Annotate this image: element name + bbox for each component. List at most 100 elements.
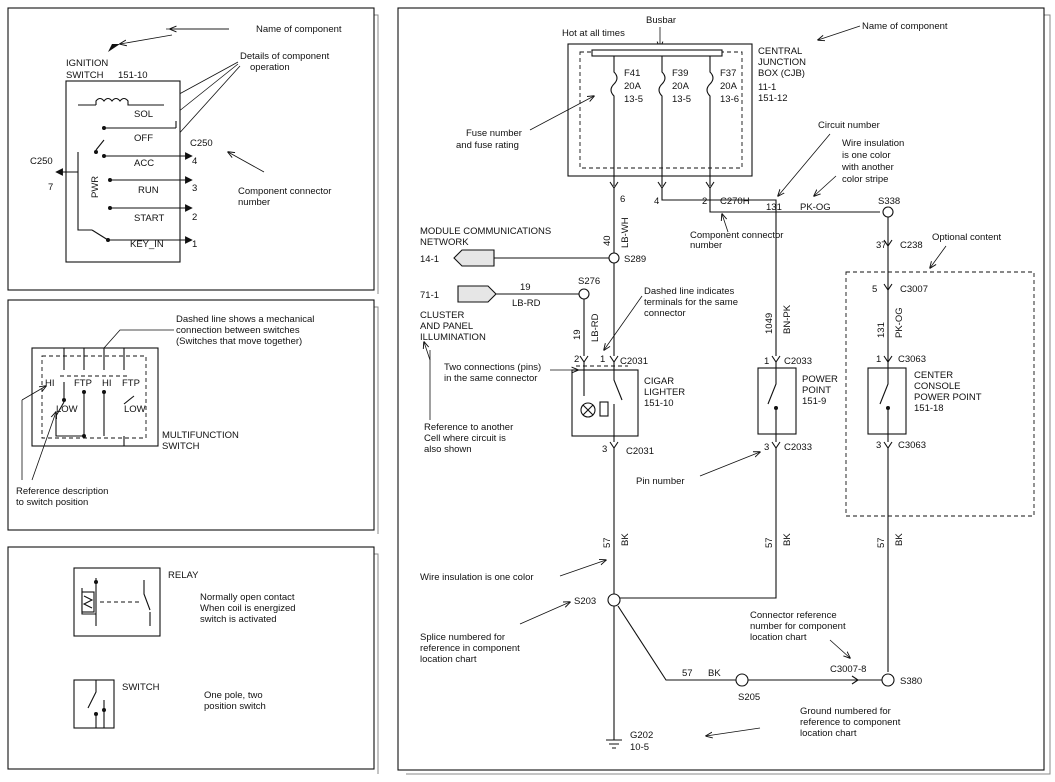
- pp-title-1: POWER: [802, 374, 838, 385]
- wire-37: 37: [876, 240, 887, 251]
- splice-s289: [608, 252, 620, 264]
- busbar-label: Busbar: [646, 15, 676, 26]
- switch-label: SWITCH: [122, 682, 160, 693]
- ccpp-title-4: 151-18: [914, 403, 944, 414]
- wire-lb-rd: LB-RD: [512, 298, 541, 309]
- fuse-f39-ref: 13-5: [672, 94, 691, 105]
- splice-s338: [882, 206, 894, 218]
- wire-bk-d: BK: [708, 668, 721, 679]
- pin-2b: 2: [574, 354, 579, 365]
- wire-lb-wh: LB-WH: [620, 217, 631, 248]
- relay-note-3: switch is activated: [200, 614, 277, 625]
- wire-131b: 131: [876, 322, 887, 338]
- pwr-label: PWR: [90, 176, 101, 198]
- ccpp-title-3: POWER POINT: [914, 392, 982, 403]
- g202-label: G202: [630, 730, 653, 741]
- connector-note-2: number: [238, 197, 270, 208]
- wire-40: 40: [602, 235, 613, 246]
- cjb-pin-6: 6: [620, 194, 625, 205]
- mf-label-low-1: LOW: [56, 404, 78, 415]
- ref-note-3: also shown: [424, 444, 472, 455]
- splice-note-3: location chart: [420, 654, 477, 665]
- name-arrow-icon: [108, 44, 120, 52]
- panel-relay-switch-legend: RELAY Normally open contact When coil is…: [7, 546, 379, 774]
- wire-bk-b: BK: [782, 533, 793, 546]
- pin-3c: 3: [764, 442, 769, 453]
- ignition-title: IGNITION: [66, 58, 108, 69]
- cjb-title-2: JUNCTION: [758, 57, 806, 68]
- position-key-in: KEY_IN: [130, 239, 164, 250]
- pin-1c: 1: [764, 356, 769, 367]
- cluster-title-2: AND PANEL: [420, 321, 473, 332]
- fuse-f37-rating: 20A: [720, 81, 738, 92]
- ground-s380: [881, 673, 895, 687]
- mech-note-2: connection between switches: [176, 325, 300, 336]
- ignition-switch-body: [65, 80, 181, 263]
- pin-number-note: Pin number: [636, 476, 685, 487]
- s205-label: S205: [738, 692, 760, 703]
- switch-note-1: One pole, two: [204, 690, 263, 701]
- pp-title-3: 151-9: [802, 396, 826, 407]
- conn-ref-note-2: number for component: [750, 621, 846, 632]
- panel-ignition-switch: Name of component Details of component o…: [7, 7, 379, 294]
- left-pin: 7: [48, 182, 53, 193]
- dashed-note-3: connector: [644, 308, 686, 319]
- wire-one-color: Wire insulation is one color: [420, 572, 534, 583]
- ground-note-3: location chart: [800, 728, 857, 739]
- label-details-1: Details of component: [240, 51, 330, 62]
- splice-s203: [607, 593, 621, 607]
- wire-bk-c: BK: [894, 533, 905, 546]
- c2033-bottom: C2033: [784, 442, 812, 453]
- relay-note-1: Normally open contact: [200, 592, 295, 603]
- wire-bn-pk: BN-PK: [782, 304, 793, 334]
- optional-content-box: [845, 271, 1035, 517]
- ref-14-1: 14-1: [420, 254, 439, 265]
- mf-label-ftp-2: FTP: [122, 378, 140, 389]
- label-name-of-component: Name of component: [256, 24, 342, 35]
- multifunction-switch-body: [31, 347, 159, 447]
- wire-ins-2: is one color: [842, 150, 891, 161]
- fuse-f37-ref: 13-6: [720, 94, 739, 105]
- comp-conn-note-1: Component connector: [690, 230, 783, 241]
- connector-note-1: Component connector: [238, 186, 331, 197]
- right-connector: C250: [190, 138, 213, 149]
- optional-note: Optional content: [932, 232, 1002, 243]
- wire-1049: 1049: [764, 313, 775, 334]
- mech-note-1: Dashed line shows a mechanical: [176, 314, 314, 325]
- pin-5: 5: [872, 284, 877, 295]
- cluster-title-3: ILLUMINATION: [420, 332, 486, 343]
- fuse-f41-rating: 20A: [624, 81, 642, 92]
- wire-ins-4: color stripe: [842, 174, 888, 185]
- s276-label: S276: [578, 276, 600, 287]
- ignition-cell-ref: 151-10: [118, 70, 148, 81]
- ref-71-1: 71-1: [420, 290, 439, 301]
- mf-label-hi-1: HI: [45, 378, 55, 389]
- ground-note-1: Ground numbered for: [800, 706, 891, 717]
- label-details-2: operation: [250, 62, 290, 73]
- name-of-component-main: Name of component: [862, 21, 948, 32]
- c3007-label: C3007: [900, 284, 928, 295]
- fuse-f41-name: F41: [624, 68, 640, 79]
- circuit-number-note: Circuit number: [818, 120, 880, 131]
- cig-title-3: 151-10: [644, 398, 674, 409]
- conn-ref-note-1: Connector reference: [750, 610, 837, 621]
- two-conn-note-1: Two connections (pins): [444, 362, 541, 373]
- c3063-top: C3063: [898, 354, 926, 365]
- cjb-title-1: CENTRAL: [758, 46, 802, 57]
- comp-conn-note-2: number: [690, 240, 722, 251]
- splice-note-1: Splice numbered for: [420, 632, 505, 643]
- heater-icon: [599, 401, 609, 417]
- mf-label-low-2: LOW: [124, 404, 146, 415]
- pin-1b: 1: [600, 354, 605, 365]
- power-point: [757, 367, 797, 435]
- conn-ref-note-3: location chart: [750, 632, 807, 643]
- mcn-title-2: NETWORK: [420, 237, 469, 248]
- fuse-f39-name: F39: [672, 68, 688, 79]
- s289-label: S289: [624, 254, 646, 265]
- c2031-top: C2031: [620, 356, 648, 367]
- central-junction-box: [567, 43, 753, 177]
- fuse-note-1: Fuse number: [466, 128, 522, 139]
- ground-note-2: reference to component: [800, 717, 901, 728]
- solenoid-coil-icon: [95, 97, 164, 106]
